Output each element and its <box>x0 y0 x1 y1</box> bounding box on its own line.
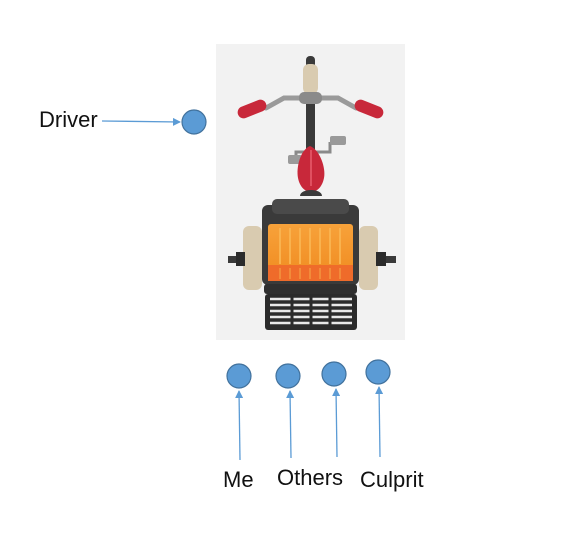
me-label: Me <box>223 467 254 492</box>
others-label: Others <box>277 465 344 490</box>
culprit-label: Culprit <box>360 467 424 492</box>
culprit2-arrow <box>375 386 384 458</box>
culprit-marker-left <box>321 361 347 387</box>
culprit-marker-right <box>365 359 391 385</box>
markers <box>181 109 391 389</box>
driver-marker <box>181 109 207 135</box>
left-grip <box>237 99 267 119</box>
rear-grille <box>265 294 357 330</box>
driver-arrow <box>101 117 181 126</box>
others-marker <box>275 363 301 389</box>
me-marker <box>226 363 252 389</box>
arrows <box>101 117 384 461</box>
culprit-arrow <box>332 388 341 458</box>
handlebar <box>237 56 384 150</box>
me-arrow <box>235 390 244 461</box>
left-wheel <box>243 226 262 290</box>
right-grip <box>354 99 384 119</box>
others-arrow <box>286 390 295 459</box>
driver-label: Driver <box>39 107 98 132</box>
cargo-box <box>268 224 353 281</box>
vehicle-illustration <box>216 44 405 340</box>
right-wheel <box>359 226 378 290</box>
